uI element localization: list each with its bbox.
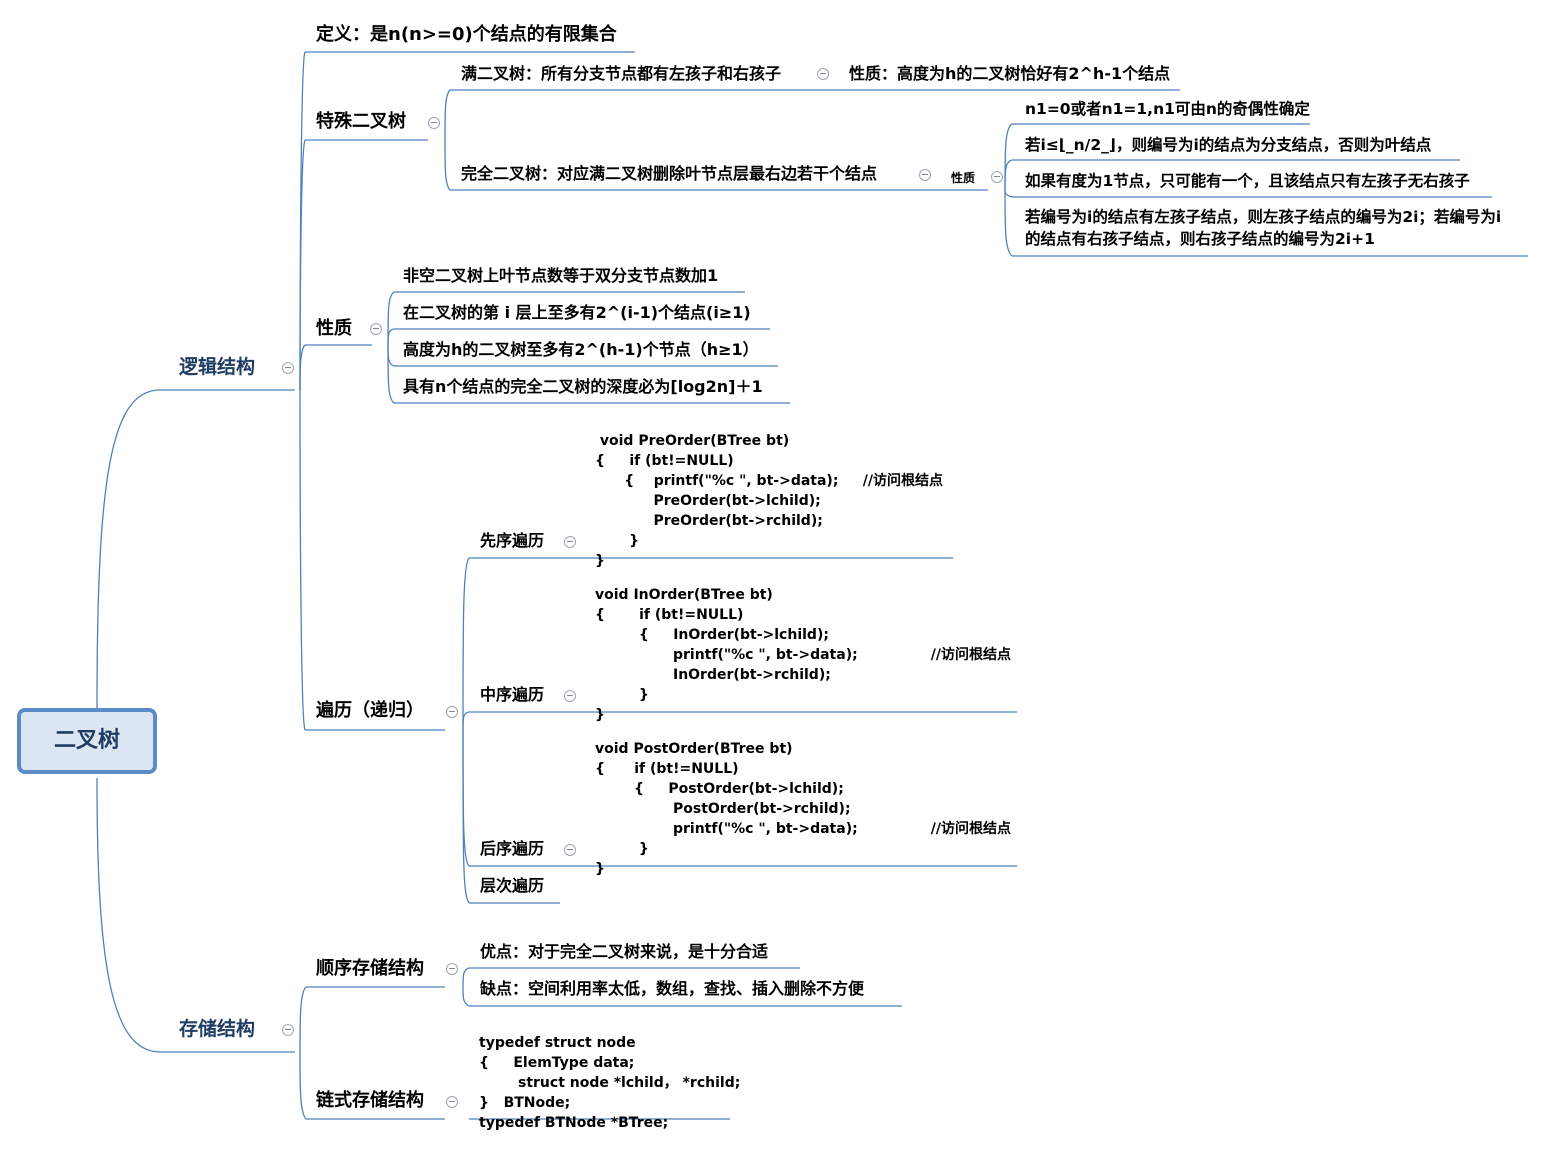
code-line: { PostOrder(bt->lchild); (595, 781, 844, 797)
collapse-preorder-icon[interactable] (564, 536, 576, 548)
code-line: } (595, 687, 649, 703)
code-line: printf("%c ", bt->data); //访问根结点 (595, 821, 1012, 837)
code-line: typedef struct node (479, 1035, 636, 1051)
code-line: struct node *lchild， *rchild; (479, 1075, 741, 1091)
complete-prop-4-line1[interactable]: 若编号为i的结点有左孩子结点，则左孩子结点的编号为2i；若编号为i (1025, 208, 1502, 226)
code-line: } BTNode; (479, 1095, 571, 1111)
postorder-code: void PostOrder(BTree bt){ if (bt!=NULL) … (595, 719, 1011, 899)
code-line: { if (bt!=NULL) (595, 761, 739, 777)
sequential-cons[interactable]: 缺点：空间利用率太低，数组，查找、插入删除不方便 (480, 979, 865, 998)
collapse-linked-icon[interactable] (446, 1096, 458, 1108)
code-line: void PostOrder(BTree bt) (595, 741, 793, 757)
collapse-special-icon[interactable] (428, 117, 440, 129)
complete-prop-1[interactable]: n1=0或者n1=1,n1可由n的奇偶性确定 (1025, 100, 1310, 118)
code-line: } (595, 707, 605, 723)
collapse-complete-icon[interactable] (919, 169, 931, 181)
code-line: PreOrder(bt->lchild); (595, 493, 821, 509)
code-line: printf("%c ", bt->data); //访问根结点 (595, 647, 1012, 663)
node-inorder[interactable]: 中序遍历 (480, 685, 545, 704)
collapse-postorder-icon[interactable] (564, 844, 576, 856)
node-full-tree[interactable]: 满二叉树：所有分支节点都有左孩子和右孩子 (461, 64, 782, 83)
node-linked-storage[interactable]: 链式存储结构 (316, 1090, 424, 1111)
node-complete-tree[interactable]: 完全二叉树：对应满二叉树删除叶节点层最右边若干个结点 (461, 164, 878, 183)
node-properties[interactable]: 性质 (316, 318, 352, 339)
collapse-storage-icon[interactable] (282, 1024, 294, 1036)
collapse-properties-icon[interactable] (370, 323, 382, 335)
node-logic-structure[interactable]: 逻辑结构 (179, 356, 256, 378)
code-line: InOrder(bt->rchild); (595, 667, 831, 683)
code-line: PreOrder(bt->rchild); (595, 513, 823, 529)
collapse-logic-icon[interactable] (282, 362, 294, 374)
root-node[interactable]: 二叉树 (17, 708, 157, 774)
code-line: void PreOrder(BTree bt) (595, 433, 790, 449)
complete-prop-2[interactable]: 若i≤⌊_n/2_⌋，则编号为i的结点为分支结点，否则为叶结点 (1025, 136, 1432, 154)
code-line: { printf("%c ", bt->data); //访问根结点 (595, 473, 944, 489)
property-3[interactable]: 高度为h的二叉树至多有2^(h-1)个节点（h≥1） (403, 340, 759, 359)
node-levelorder[interactable]: 层次遍历 (480, 876, 545, 895)
root-label: 二叉树 (53, 728, 120, 753)
node-sequential-storage[interactable]: 顺序存储结构 (316, 958, 424, 979)
code-line: PostOrder(bt->rchild); (595, 801, 851, 817)
property-1[interactable]: 非空二叉树上叶节点数等于双分支节点数加1 (403, 266, 719, 285)
property-2[interactable]: 在二叉树的第 i 层上至多有2^(i-1)个结点(i≥1) (403, 303, 751, 322)
collapse-sequential-icon[interactable] (446, 963, 458, 975)
collapse-traversal-icon[interactable] (446, 706, 458, 718)
node-full-tree-property[interactable]: 性质：高度为h的二叉树恰好有2^h-1个结点 (849, 64, 1171, 83)
collapse-inorder-icon[interactable] (564, 690, 576, 702)
code-line: } (595, 841, 649, 857)
complete-prop-3[interactable]: 如果有度为1节点，只可能有一个，且该结点只有左孩子无右孩子 (1025, 172, 1470, 190)
code-line: { if (bt!=NULL) (595, 607, 744, 623)
property-4[interactable]: 具有n个结点的完全二叉树的深度必为[log2n]＋1 (403, 377, 763, 396)
inorder-code: void InOrder(BTree bt) { if (bt!=NULL) { … (595, 565, 1011, 745)
code-line: typedef BTNode *BTree; (479, 1115, 669, 1131)
code-line: { if (bt!=NULL) (595, 453, 734, 469)
node-traversal[interactable]: 遍历（递归） (316, 700, 424, 721)
sequential-pros[interactable]: 优点：对于完全二叉树来说，是十分合适 (480, 942, 769, 961)
code-line: { InOrder(bt->lchild); (595, 627, 829, 643)
collapse-complete-prop-icon[interactable] (991, 171, 1003, 183)
linked-storage-code: typedef struct node { ElemType data; stru… (479, 1013, 740, 1153)
complete-prop-4-line2[interactable]: 的结点有右孩子结点，则右孩子结点的编号为2i+1 (1025, 230, 1375, 248)
code-line: { ElemType data; (479, 1055, 635, 1071)
collapse-full-icon[interactable] (817, 68, 829, 80)
code-line: } (595, 533, 640, 549)
code-line: void InOrder(BTree bt) (595, 587, 773, 603)
code-line: } (595, 553, 605, 569)
node-storage-structure[interactable]: 存储结构 (179, 1018, 256, 1040)
preorder-code: void PreOrder(BTree bt) { if (bt!=NULL) {… (595, 411, 943, 591)
node-definition[interactable]: 定义：是n(n>=0)个结点的有限集合 (316, 24, 617, 45)
node-special-tree[interactable]: 特殊二叉树 (316, 111, 406, 132)
node-complete-property-label[interactable]: 性质 (951, 171, 976, 185)
node-postorder[interactable]: 后序遍历 (480, 839, 545, 858)
code-line: } (595, 861, 605, 877)
node-preorder[interactable]: 先序遍历 (480, 531, 545, 550)
